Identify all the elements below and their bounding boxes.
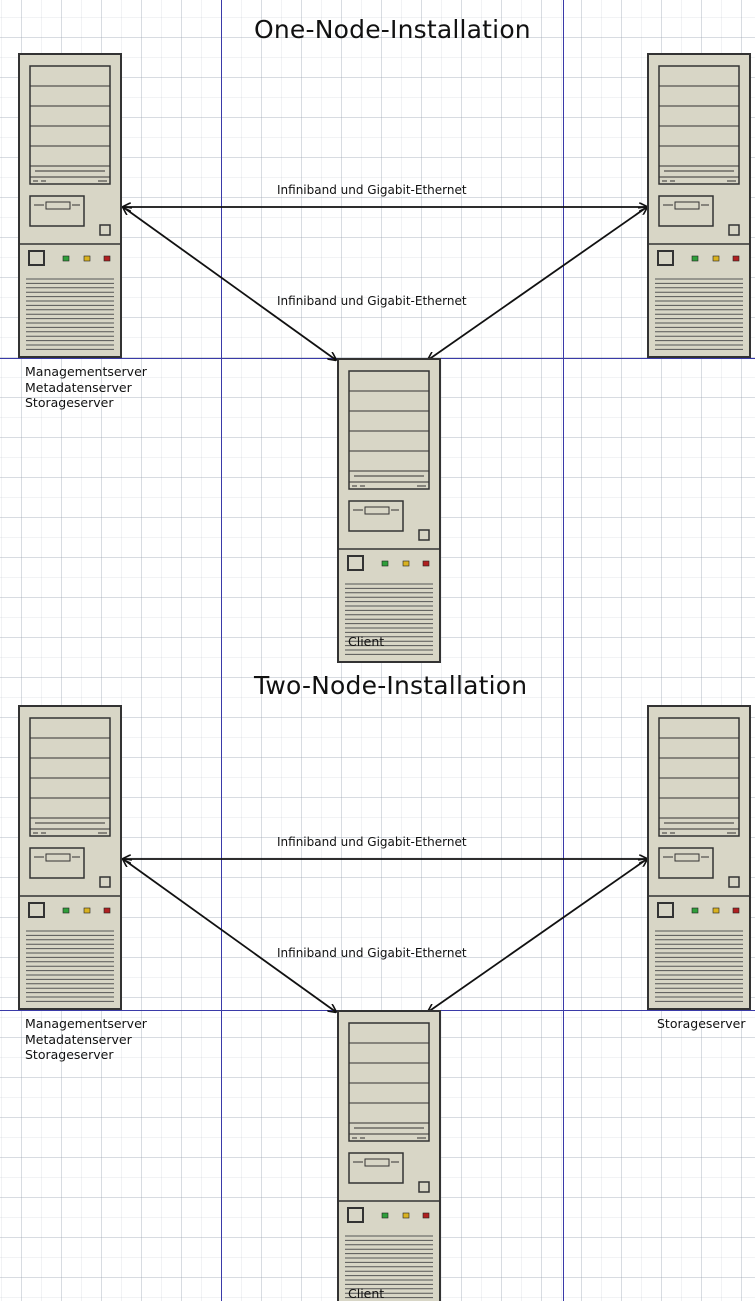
role-label: Storageserver (25, 1047, 114, 1062)
client-label: Client (348, 634, 385, 649)
diagram-title-one-node: One-Node-Installation (254, 15, 531, 44)
guide-line-vertical (221, 0, 222, 1301)
role-label: Storageserver (657, 1016, 746, 1031)
link-label-management-storage: Infiniband und Gigabit-Ethernet (277, 183, 467, 197)
role-label: Managementserver (25, 1016, 147, 1031)
link-arrow-storage-client (428, 207, 647, 360)
client-computer (337, 358, 441, 663)
server-management-node (18, 705, 122, 1010)
role-label: Metadatenserver (25, 1031, 132, 1047)
role-label: Storageserver (25, 395, 114, 410)
role-label: Metadatenserver (25, 379, 132, 395)
link-label-client: Infiniband und Gigabit-Ethernet (277, 946, 467, 960)
link-arrow-storage-client (428, 859, 647, 1012)
role-label: Managementserver (25, 364, 147, 379)
guide-line-vertical (563, 0, 564, 1301)
server-storage-node (647, 705, 751, 1010)
client-label: Client (348, 1286, 385, 1301)
link-arrow-management-client (123, 207, 336, 360)
tower-computer-icon (337, 1010, 441, 1301)
client-computer (337, 1010, 441, 1301)
diagram-title-two-node: Two-Node-Installation (254, 671, 528, 700)
tower-computer-icon (647, 705, 751, 1010)
tower-computer-icon (18, 705, 122, 1010)
tower-computer-icon (18, 53, 122, 358)
storage-server-roles: Storageserver (657, 1016, 745, 1032)
link-label-management-storage: Infiniband und Gigabit-Ethernet (277, 835, 467, 849)
server-management-node (18, 53, 122, 358)
server-storage-node (647, 53, 751, 358)
link-label-client: Infiniband und Gigabit-Ethernet (277, 294, 467, 308)
management-server-roles: Managementserver Metadatenserver Storage… (25, 1016, 147, 1063)
tower-computer-icon (647, 53, 751, 358)
management-server-roles: Managementserver Metadatenserver Storage… (25, 364, 147, 411)
link-arrow-management-client (123, 859, 336, 1012)
tower-computer-icon (337, 358, 441, 663)
